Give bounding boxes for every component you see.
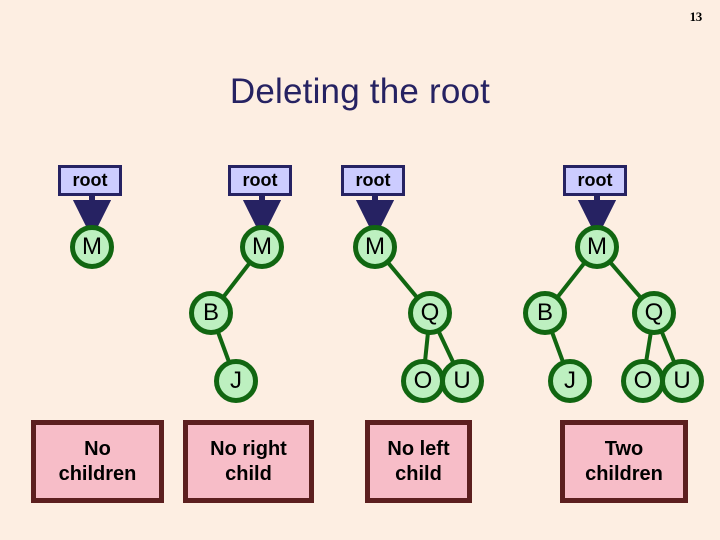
node-o-tree4: O — [621, 359, 665, 403]
node-q-tree3: Q — [408, 291, 452, 335]
caption-line-1: Two — [604, 437, 644, 460]
caption-no-right-child: No right child — [183, 420, 314, 503]
node-m-tree1: M — [70, 225, 114, 269]
caption-line-1: No — [84, 437, 111, 460]
node-q-tree4: Q — [632, 291, 676, 335]
node-m-tree3: M — [353, 225, 397, 269]
node-b-tree2: B — [189, 291, 233, 335]
page-number: 13 — [689, 9, 703, 24]
node-u-tree4: U — [660, 359, 704, 403]
caption-line-2: child — [395, 462, 442, 485]
caption-no-children: No children — [31, 420, 164, 503]
caption-no-left-child: No left child — [365, 420, 472, 503]
caption-line-2: child — [225, 462, 272, 485]
root-pointer-box-3: root — [341, 165, 405, 196]
caption-line-2: children — [585, 462, 663, 485]
root-pointer-box-4: root — [563, 165, 627, 196]
node-m-tree2: M — [240, 225, 284, 269]
node-j-tree2: J — [214, 359, 258, 403]
root-pointer-box-2: root — [228, 165, 292, 196]
caption-line-1: No right — [210, 437, 287, 460]
root-pointer-box-1: root — [58, 165, 122, 196]
node-j-tree4: J — [548, 359, 592, 403]
node-o-tree3: O — [401, 359, 445, 403]
caption-line-2: children — [58, 462, 137, 485]
node-b-tree4: B — [523, 291, 567, 335]
node-u-tree3: U — [440, 359, 484, 403]
page-title: Deleting the root — [229, 72, 491, 111]
caption-two-children: Two children — [560, 420, 688, 503]
caption-line-1: No left — [387, 437, 450, 460]
node-m-tree4: M — [575, 225, 619, 269]
root-pointer-arrows — [72, 196, 617, 239]
